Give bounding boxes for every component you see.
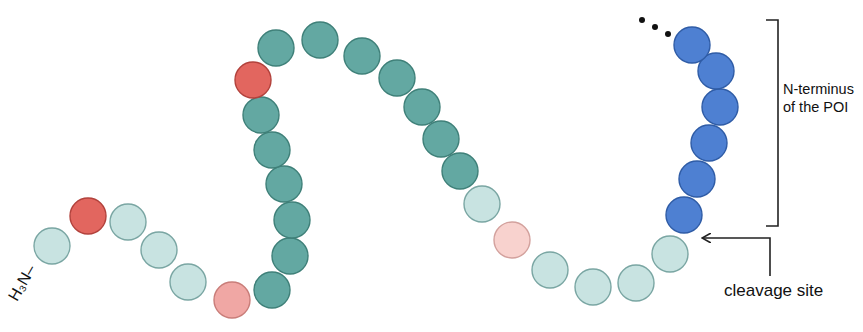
residue-bead	[258, 30, 294, 66]
residue-bead	[170, 264, 206, 300]
residue-bead	[379, 60, 415, 96]
residue-bead	[70, 198, 106, 234]
residue-bead	[691, 125, 727, 161]
residue-bead	[344, 38, 380, 74]
residue-bead	[235, 62, 271, 98]
residue-chain	[34, 22, 738, 318]
n-terminus-group: H₃N–	[4, 261, 41, 304]
dot	[652, 24, 658, 30]
residue-bead	[679, 161, 715, 197]
residue-bead	[618, 265, 654, 301]
residue-bead	[254, 272, 290, 308]
dot	[665, 31, 671, 37]
residue-bead	[442, 153, 478, 189]
continuation-dots	[639, 17, 671, 37]
residue-bead	[274, 202, 310, 238]
residue-bead	[254, 132, 290, 168]
bracket	[766, 20, 778, 226]
residue-bead	[302, 22, 338, 58]
residue-bead	[266, 166, 302, 202]
residue-bead	[141, 232, 177, 268]
residue-bead	[423, 121, 459, 157]
residue-bead	[214, 282, 250, 318]
residue-bead	[34, 228, 70, 264]
residue-bead	[674, 27, 710, 63]
residue-bead	[702, 89, 738, 125]
residue-bead	[652, 236, 688, 272]
residue-bead	[464, 186, 500, 222]
residue-bead	[272, 238, 308, 274]
residue-bead	[532, 252, 568, 288]
residue-bead	[243, 97, 279, 133]
residue-bead	[494, 222, 530, 258]
residue-bead	[666, 197, 702, 233]
arrow-label: cleavage site	[724, 280, 823, 301]
residue-bead	[110, 204, 146, 240]
residue-bead	[575, 269, 611, 305]
bracket-label: N-terminus of the POI	[783, 80, 859, 116]
dot	[639, 17, 645, 23]
cleavage-arrow	[703, 238, 770, 276]
residue-bead	[404, 89, 440, 125]
